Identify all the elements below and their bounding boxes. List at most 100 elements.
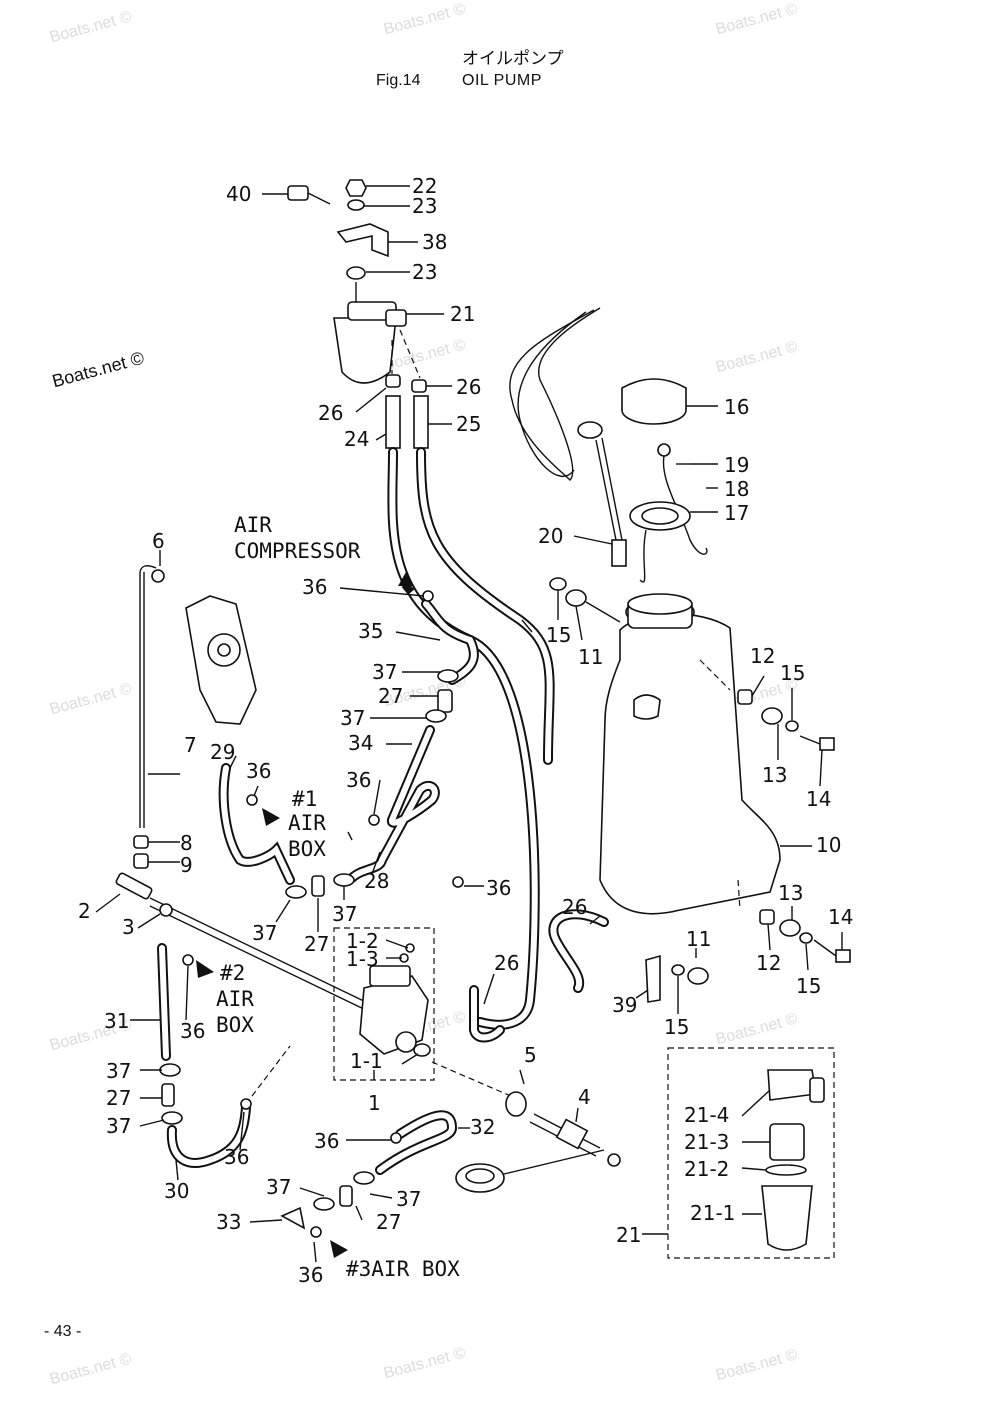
airbox1-arrow xyxy=(262,808,280,826)
airbox2-arrow xyxy=(196,960,214,978)
grommet-15-upper xyxy=(549,577,567,591)
callout-16: 16 xyxy=(724,395,749,419)
callout-36: 36 xyxy=(246,759,271,783)
callout-37: 37 xyxy=(106,1114,131,1138)
collar-12-lower xyxy=(759,909,775,925)
callout-23: 23 xyxy=(412,194,437,218)
callout-21-3: 21-3 xyxy=(684,1130,729,1154)
filter-head-21-4 xyxy=(767,1069,825,1103)
nut-22 xyxy=(345,179,367,197)
clamp-37-bottom xyxy=(353,1171,375,1185)
callout-37: 37 xyxy=(340,706,365,730)
callout-15: 15 xyxy=(664,1015,689,1039)
air-compressor-arrow xyxy=(398,572,415,595)
grommet-13-lower xyxy=(779,919,801,937)
callout-21: 21 xyxy=(450,302,475,326)
callout-21-4: 21-4 xyxy=(684,1103,729,1127)
grommet-11-upper xyxy=(565,589,587,607)
tank-cap-16 xyxy=(621,378,687,425)
callout-21: 21 xyxy=(616,1223,641,1247)
callout-labels: 40 22 23 38 23 21 26 26 24 25 16 19 18 1… xyxy=(78,174,853,1287)
callout-12: 12 xyxy=(750,644,775,668)
callout-37: 37 xyxy=(396,1187,421,1211)
callout-14: 14 xyxy=(828,905,853,929)
callout-6: 6 xyxy=(152,529,165,553)
washer-15-right xyxy=(785,720,799,732)
callout-30: 30 xyxy=(164,1179,189,1203)
bolt-14-lower xyxy=(813,939,851,963)
clamp-37-left xyxy=(285,885,307,899)
clamp-37-upper2 xyxy=(425,709,447,723)
callout-27: 27 xyxy=(106,1086,131,1110)
check-valve-27-bottom xyxy=(339,1185,353,1207)
callout-27: 27 xyxy=(378,684,403,708)
bolt-40 xyxy=(287,185,331,205)
nut-4-end xyxy=(607,1153,621,1167)
callout-26: 26 xyxy=(562,895,587,919)
callout-25: 25 xyxy=(456,412,481,436)
airbox2-label: AIR xyxy=(216,987,254,1011)
callout-13: 13 xyxy=(762,763,787,787)
callout-36: 36 xyxy=(224,1145,249,1169)
callout-36: 36 xyxy=(314,1129,339,1153)
washer-23-lower xyxy=(346,266,366,280)
airbox2-label: BOX xyxy=(216,1013,254,1037)
check-valve-27-upper xyxy=(437,689,453,713)
clamp-37-lower-left2 xyxy=(161,1111,183,1125)
washer-15-lower xyxy=(799,932,813,944)
callout-24: 24 xyxy=(344,427,369,451)
pump-kit-box xyxy=(333,927,435,1081)
callout-37: 37 xyxy=(252,921,277,945)
callout-5: 5 xyxy=(524,1043,537,1067)
gasket-17 xyxy=(629,501,691,531)
clamp-37-mid xyxy=(333,873,355,887)
clamp-37-upper xyxy=(437,669,459,683)
callout-2: 2 xyxy=(78,899,91,923)
oil-seal xyxy=(455,1163,505,1193)
callout-37: 37 xyxy=(266,1175,291,1199)
leader-lines xyxy=(95,185,843,1263)
callout-8: 8 xyxy=(180,831,193,855)
callout-27: 27 xyxy=(376,1210,401,1234)
bracket-38 xyxy=(336,223,389,258)
grommet-11-bottom xyxy=(687,967,709,985)
callout-9: 9 xyxy=(180,853,193,877)
clip-26-right xyxy=(411,379,427,393)
callout-36: 36 xyxy=(486,876,511,900)
callout-34: 34 xyxy=(348,731,373,755)
callout-31: 31 xyxy=(104,1009,129,1033)
callout-1-1: 1-1 xyxy=(350,1049,383,1073)
filter-element-21-3 xyxy=(769,1123,805,1161)
airbox1-label: #1 xyxy=(292,787,317,811)
callout-21-1: 21-1 xyxy=(690,1201,735,1225)
callout-4: 4 xyxy=(578,1085,591,1109)
clamp-37-lower-left xyxy=(159,1063,181,1077)
nut-3 xyxy=(159,903,173,917)
oil-tank-10 xyxy=(599,593,781,915)
callout-36: 36 xyxy=(302,575,327,599)
airbox1-label: AIR xyxy=(288,811,326,835)
control-rod-2 xyxy=(115,872,371,1013)
filter-bowl-21-1 xyxy=(761,1185,813,1251)
callout-37: 37 xyxy=(106,1059,131,1083)
oil-filter-21 xyxy=(333,282,407,384)
callout-19: 19 xyxy=(724,453,749,477)
callout-17: 17 xyxy=(724,501,749,525)
callout-26: 26 xyxy=(456,375,481,399)
airbox2-label: #2 xyxy=(220,961,245,985)
callout-11: 11 xyxy=(578,645,603,669)
air-compressor-label: AIR xyxy=(234,513,272,537)
joint-9 xyxy=(133,853,149,869)
callout-18: 18 xyxy=(724,477,749,501)
callout-12: 12 xyxy=(756,951,781,975)
check-valve-27-left xyxy=(311,875,325,897)
clamp-37-bottom2 xyxy=(313,1197,335,1211)
diagram-title: OIL PUMP xyxy=(462,72,542,89)
callout-15: 15 xyxy=(546,623,571,647)
diagram-title-japanese: オイルポンプ xyxy=(462,49,564,69)
bushing-5 xyxy=(505,1091,527,1117)
callout-38: 38 xyxy=(422,230,447,254)
callout-13: 13 xyxy=(778,881,803,905)
callout-36: 36 xyxy=(180,1019,205,1043)
